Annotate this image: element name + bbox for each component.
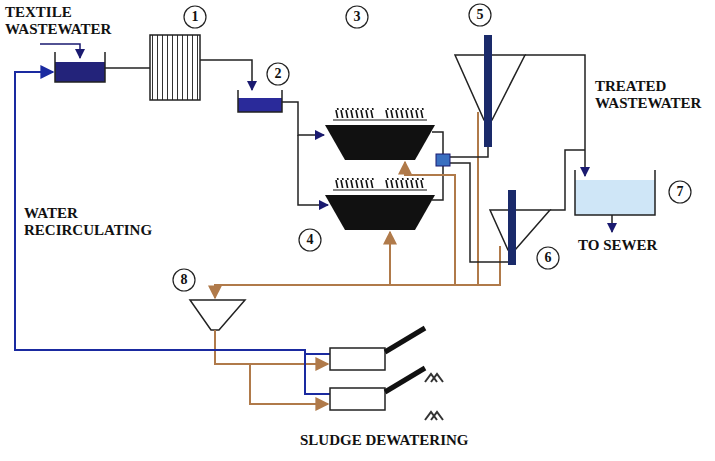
recirculation-line <box>15 72 330 394</box>
callout-number: 3 <box>347 10 367 24</box>
sludge-line <box>215 330 328 364</box>
stream-label: TEXTILE WASTEWATER <box>5 4 117 38</box>
callout-number: 4 <box>300 233 320 247</box>
stream-label: WATER RECIRCULATING <box>24 205 164 239</box>
distribution-box <box>436 154 450 166</box>
aeration-basin <box>325 195 435 230</box>
sewer-arrow <box>611 215 613 232</box>
aerators <box>385 108 425 118</box>
tank-water <box>575 180 655 215</box>
press-arm <box>385 328 425 352</box>
clarifier <box>490 210 550 250</box>
pipe <box>282 102 324 135</box>
callout-circle <box>537 247 559 269</box>
aerators <box>385 178 425 188</box>
pipe <box>432 166 443 200</box>
aerator-bar <box>333 120 427 121</box>
pipe <box>450 147 488 157</box>
aerator-bar <box>333 190 427 191</box>
tank-water <box>238 98 282 112</box>
stream-label: TO SEWER <box>578 237 698 254</box>
recirculation-line <box>305 353 330 355</box>
callout-circle <box>346 6 368 28</box>
callout-number: 6 <box>538 251 558 265</box>
pipe <box>105 67 150 69</box>
sludge-thickener <box>190 300 245 330</box>
sludge-cake <box>425 412 443 420</box>
press-arm <box>385 368 425 392</box>
sludge-return <box>389 232 391 285</box>
effluent-pipe <box>525 55 585 176</box>
filter-press <box>330 348 385 370</box>
callout-number: 1 <box>185 10 205 24</box>
equalization-tank <box>238 90 282 112</box>
sludge-cake <box>425 374 443 382</box>
callout-number: 7 <box>670 185 690 199</box>
pipe <box>298 135 328 205</box>
aeration-basin <box>325 125 435 160</box>
screen-unit <box>150 35 200 100</box>
pipe <box>432 132 443 154</box>
inflow-arrow <box>40 44 80 58</box>
aerators <box>335 178 375 188</box>
callout-circle <box>173 269 195 291</box>
callout-number: 5 <box>470 8 490 22</box>
pipe <box>200 60 252 90</box>
callout-number: 8 <box>174 273 194 287</box>
clarifier-pipe <box>508 190 516 265</box>
stream-label: SLUDGE DEWATERING <box>300 432 520 449</box>
callout-circle <box>299 229 321 251</box>
sludge-line <box>215 112 478 298</box>
tank-water <box>55 62 105 82</box>
sludge-line <box>250 364 328 404</box>
callout-circle <box>669 181 691 203</box>
stream-label: TREATED WASTEWATER <box>595 78 711 112</box>
callout-circle <box>184 6 206 28</box>
final-tank <box>575 170 655 215</box>
callout-circle <box>267 63 289 85</box>
clarifier-pipe <box>484 35 492 147</box>
filter-press <box>330 388 385 410</box>
sludge-return <box>405 162 455 285</box>
callout-circle <box>469 4 491 26</box>
feed-tank <box>55 52 105 82</box>
sludge-line <box>478 246 500 285</box>
aerators <box>335 108 375 118</box>
callout-number: 2 <box>268 67 288 81</box>
